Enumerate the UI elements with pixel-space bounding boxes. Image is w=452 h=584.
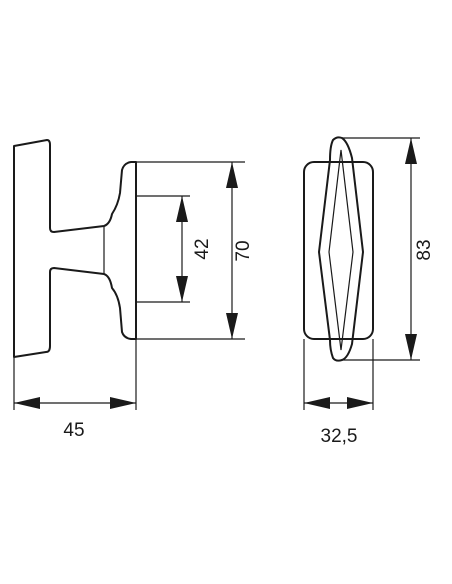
dim-70-arrow-bottom	[226, 313, 238, 339]
dim-32-5-arrow-right	[347, 397, 373, 409]
side-view: 42 70 45	[13, 139, 254, 441]
dim-45-arrow-left	[14, 397, 40, 409]
dim-45-arrow-right	[110, 397, 136, 409]
dim-70-label: 70	[233, 240, 254, 261]
dim-42-label: 42	[192, 238, 213, 259]
front-view-rose-plate	[303, 161, 374, 340]
dim-83-arrow-bottom	[405, 334, 417, 360]
side-view-handle-outline	[13, 139, 137, 358]
dim-42-arrow-bottom	[176, 276, 188, 302]
dim-32-5-label: 32,5	[321, 426, 358, 447]
dim-83-label: 83	[414, 239, 435, 260]
dim-45-label: 45	[63, 420, 84, 441]
front-view: 83 32,5	[303, 136, 435, 447]
dim-42-arrow-top	[176, 196, 188, 222]
front-view-lever-ridge	[328, 149, 354, 351]
dim-83-arrow-top	[405, 138, 417, 164]
front-view-lever-outline	[318, 136, 364, 362]
dim-70-arrow-top	[226, 162, 238, 188]
dim-32-5-arrow-left	[304, 397, 330, 409]
